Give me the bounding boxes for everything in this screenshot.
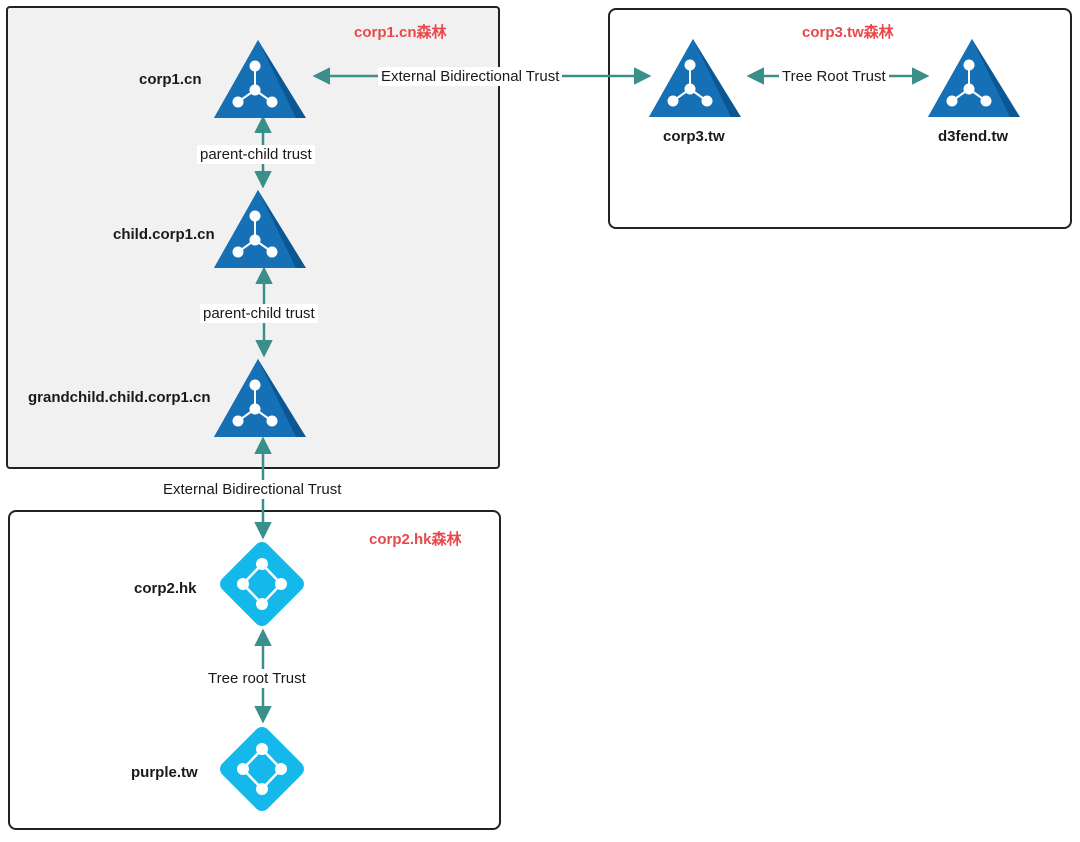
edge-label-parent-child-2: parent-child trust bbox=[200, 304, 318, 323]
edge-label-cn-tw: External Bidirectional Trust bbox=[378, 67, 563, 86]
forest-title-corp3-tw: corp3.tw森林 bbox=[802, 24, 894, 41]
forest-title-corp1-cn: corp1.cn森林 bbox=[354, 24, 447, 41]
node-label-corp2-hk: corp2.hk bbox=[134, 580, 197, 597]
forest-title-corp2-hk: corp2.hk森林 bbox=[369, 531, 462, 548]
node-label-purple-tw: purple.tw bbox=[131, 764, 198, 781]
node-label-grandchild-child-corp1-cn: grandchild.child.corp1.cn bbox=[28, 389, 211, 406]
edge-label-hk-tree-root: Tree root Trust bbox=[205, 669, 309, 688]
triangle-domain-icon bbox=[214, 359, 306, 437]
node-label-corp1-cn: corp1.cn bbox=[139, 71, 202, 88]
triangle-domain-icon bbox=[214, 40, 306, 118]
forest-corp3-tw bbox=[608, 8, 1072, 229]
node-label-child-corp1-cn: child.corp1.cn bbox=[113, 226, 215, 243]
triangle-domain-icon bbox=[928, 39, 1020, 117]
node-label-d3fend-tw: d3fend.tw bbox=[938, 128, 1008, 145]
edge-label-cn-hk: External Bidirectional Trust bbox=[160, 480, 345, 499]
node-label-corp3-tw: corp3.tw bbox=[663, 128, 725, 145]
diamond-tree-icon bbox=[220, 727, 304, 811]
edge-label-tw-tree-root: Tree Root Trust bbox=[779, 67, 889, 86]
edge-label-parent-child-1: parent-child trust bbox=[197, 145, 315, 164]
diamond-tree-icon bbox=[220, 542, 304, 626]
triangle-domain-icon bbox=[214, 190, 306, 268]
triangle-domain-icon bbox=[649, 39, 741, 117]
